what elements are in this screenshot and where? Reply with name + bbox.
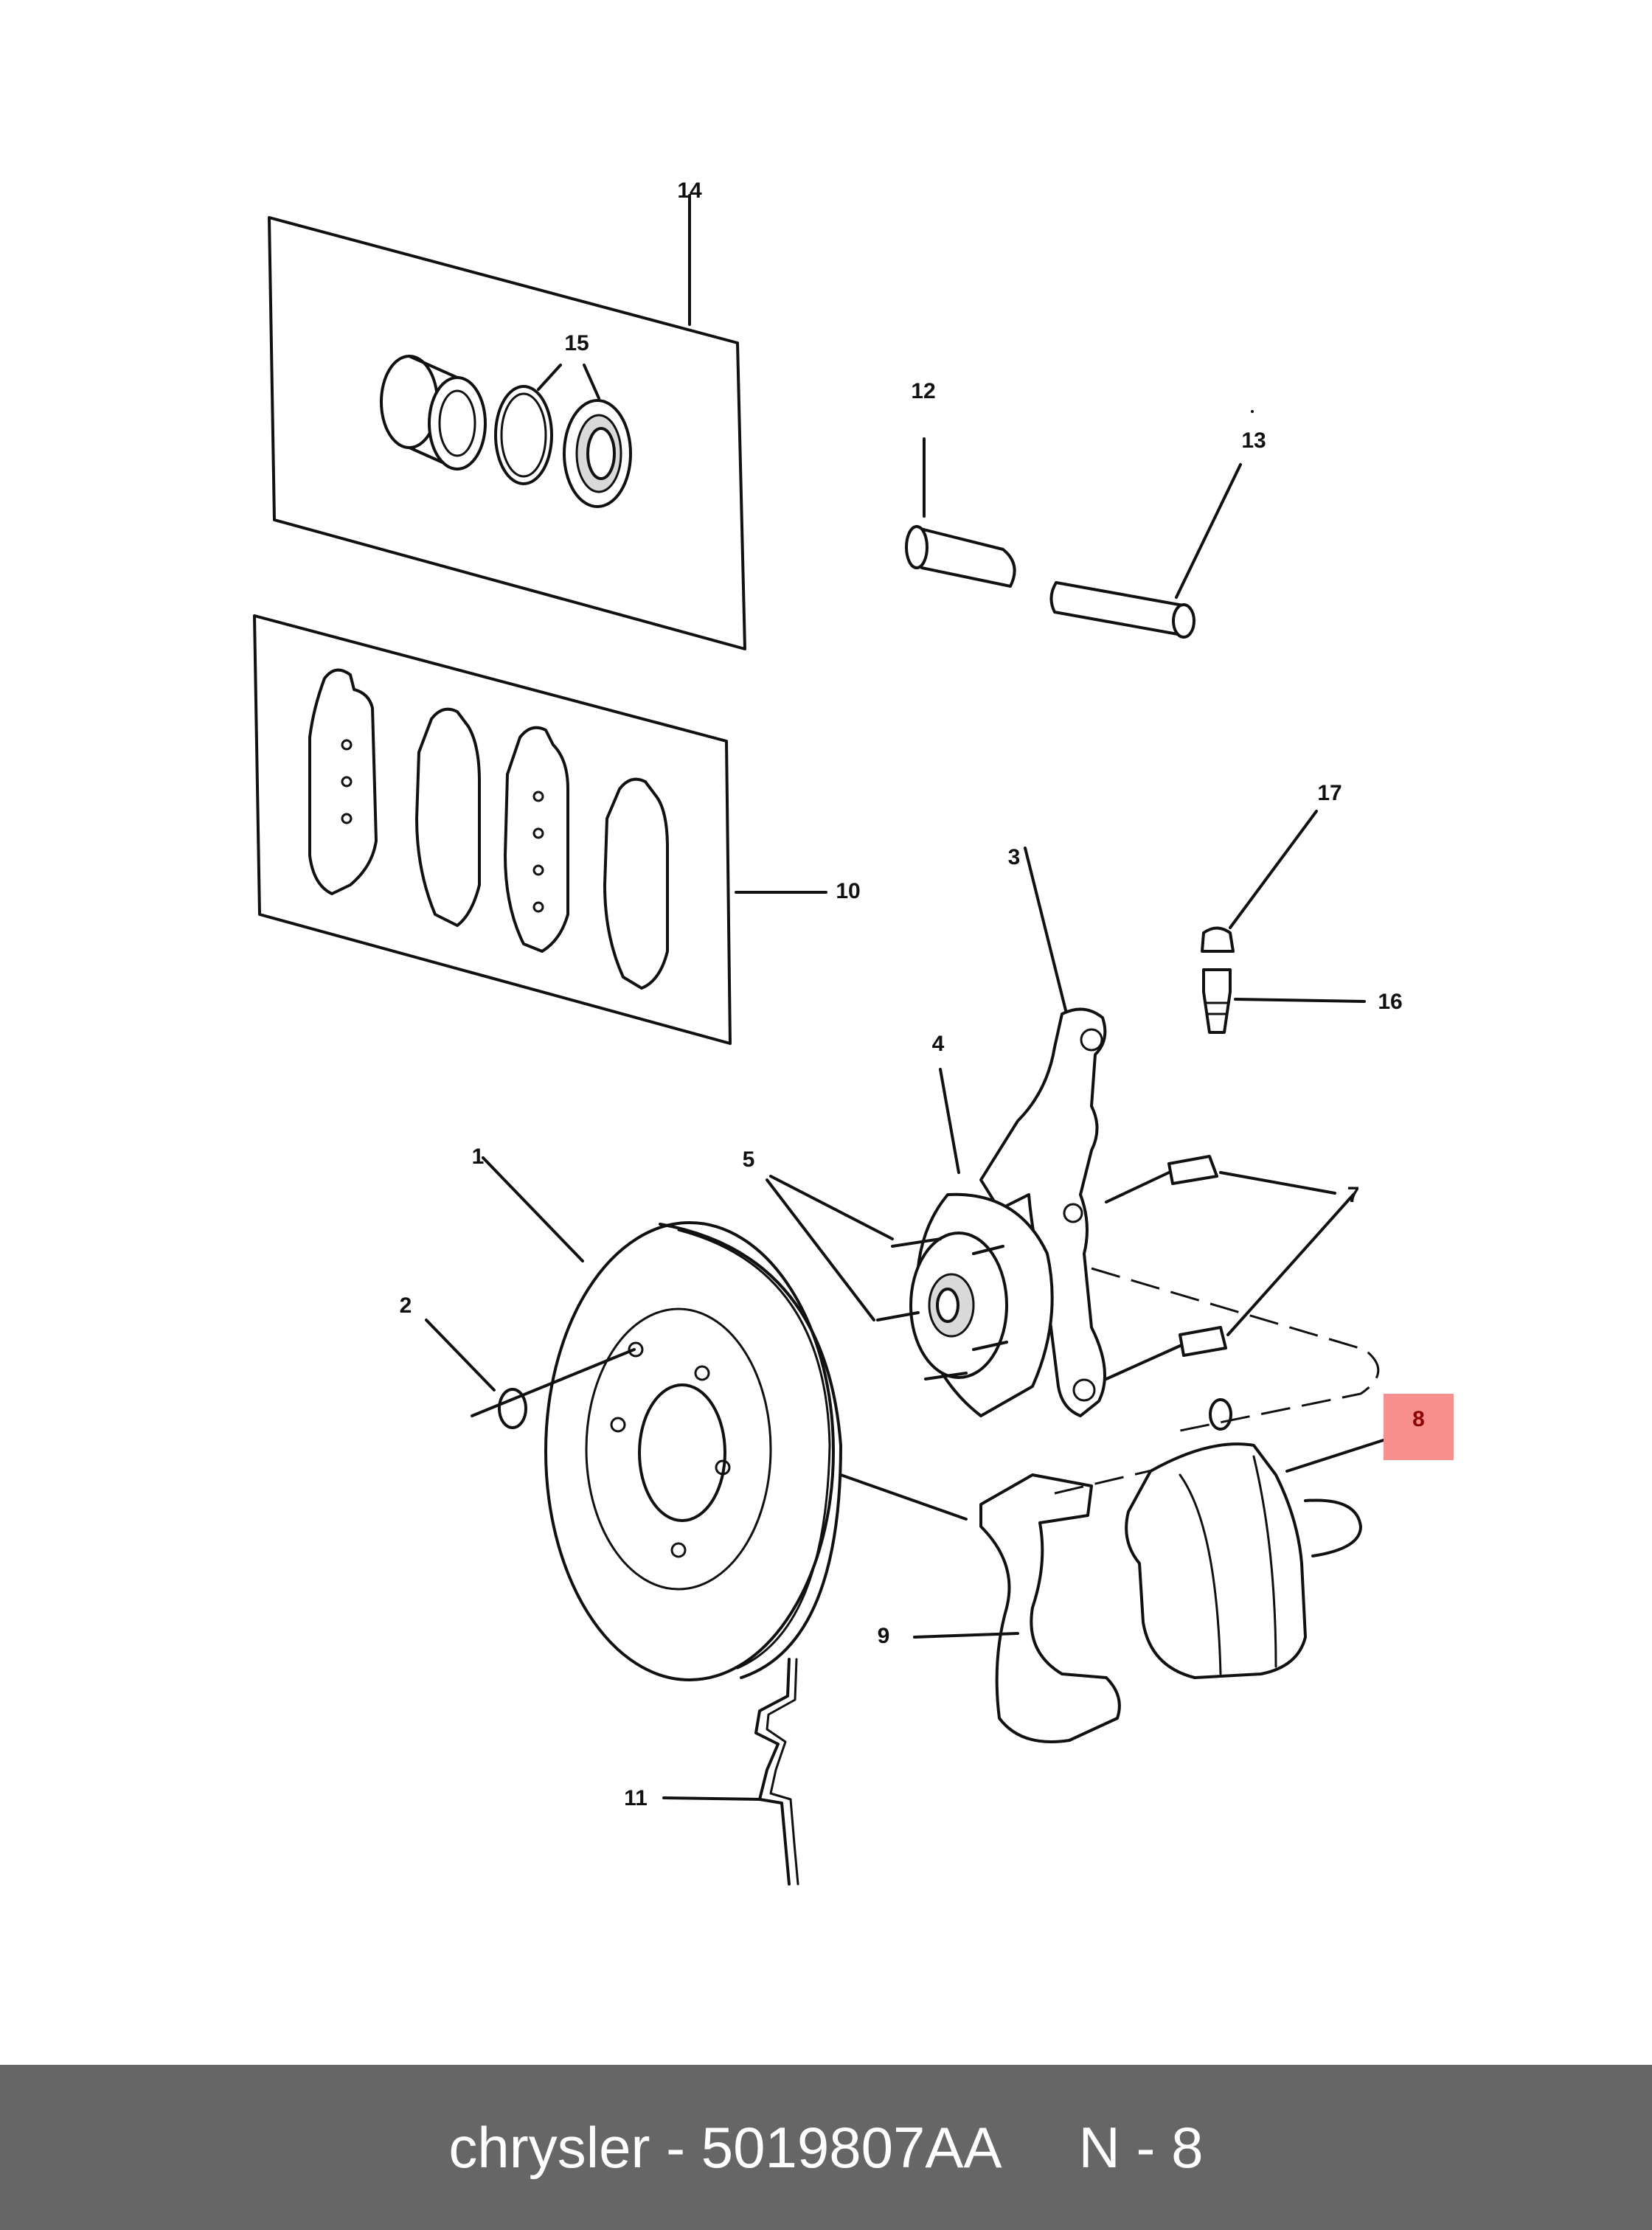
highlighted-part-marker [1384, 1394, 1454, 1460]
rotor-retainer-clip [425, 1319, 636, 1429]
footer-bar: chrysler - 5019807AA N - 8 [0, 2065, 1652, 2230]
callout-3: 3 [1008, 845, 1021, 869]
brake-caliper [1091, 1267, 1392, 1679]
steering-knuckle [979, 847, 1107, 1417]
guide-pin-bolt [1049, 410, 1254, 639]
guide-pin-bushing [905, 437, 1016, 588]
brake-rotor [482, 1156, 968, 1681]
callout-11: 11 [624, 1786, 648, 1810]
knuckle-bolts [1105, 1155, 1355, 1380]
callout-8: 8 [1412, 1407, 1425, 1431]
callout-4: 4 [932, 1032, 945, 1056]
callout-14: 14 [677, 178, 702, 203]
brake-pads-box [253, 614, 827, 1045]
callout-12: 12 [911, 379, 935, 403]
callout-17: 17 [1317, 781, 1342, 805]
callout-7: 7 [1347, 1183, 1360, 1207]
callout-13: 13 [1241, 428, 1266, 453]
callout-10: 10 [836, 879, 860, 903]
callout-2: 2 [400, 1293, 412, 1318]
callout-1: 1 [472, 1144, 485, 1169]
anti-rattle-spring [662, 1658, 799, 1886]
callout-9: 9 [878, 1624, 890, 1648]
callout-16: 16 [1378, 990, 1402, 1014]
caliper-adapter [913, 1462, 1181, 1743]
exploded-parts-diagram: 14 15 12 13 17 3 10 16 4 1 5 7 2 9 11 [253, 178, 1403, 1886]
piston-seal-kit-box [268, 194, 746, 650]
callout-5: 5 [743, 1147, 755, 1172]
callout-15: 15 [564, 331, 589, 355]
bleeder-screw-and-cap [1201, 810, 1366, 1034]
footer-part-number: chrysler - 5019807AA N - 8 [448, 2115, 1204, 2180]
hub-bearing-with-studs [766, 1068, 1054, 1417]
